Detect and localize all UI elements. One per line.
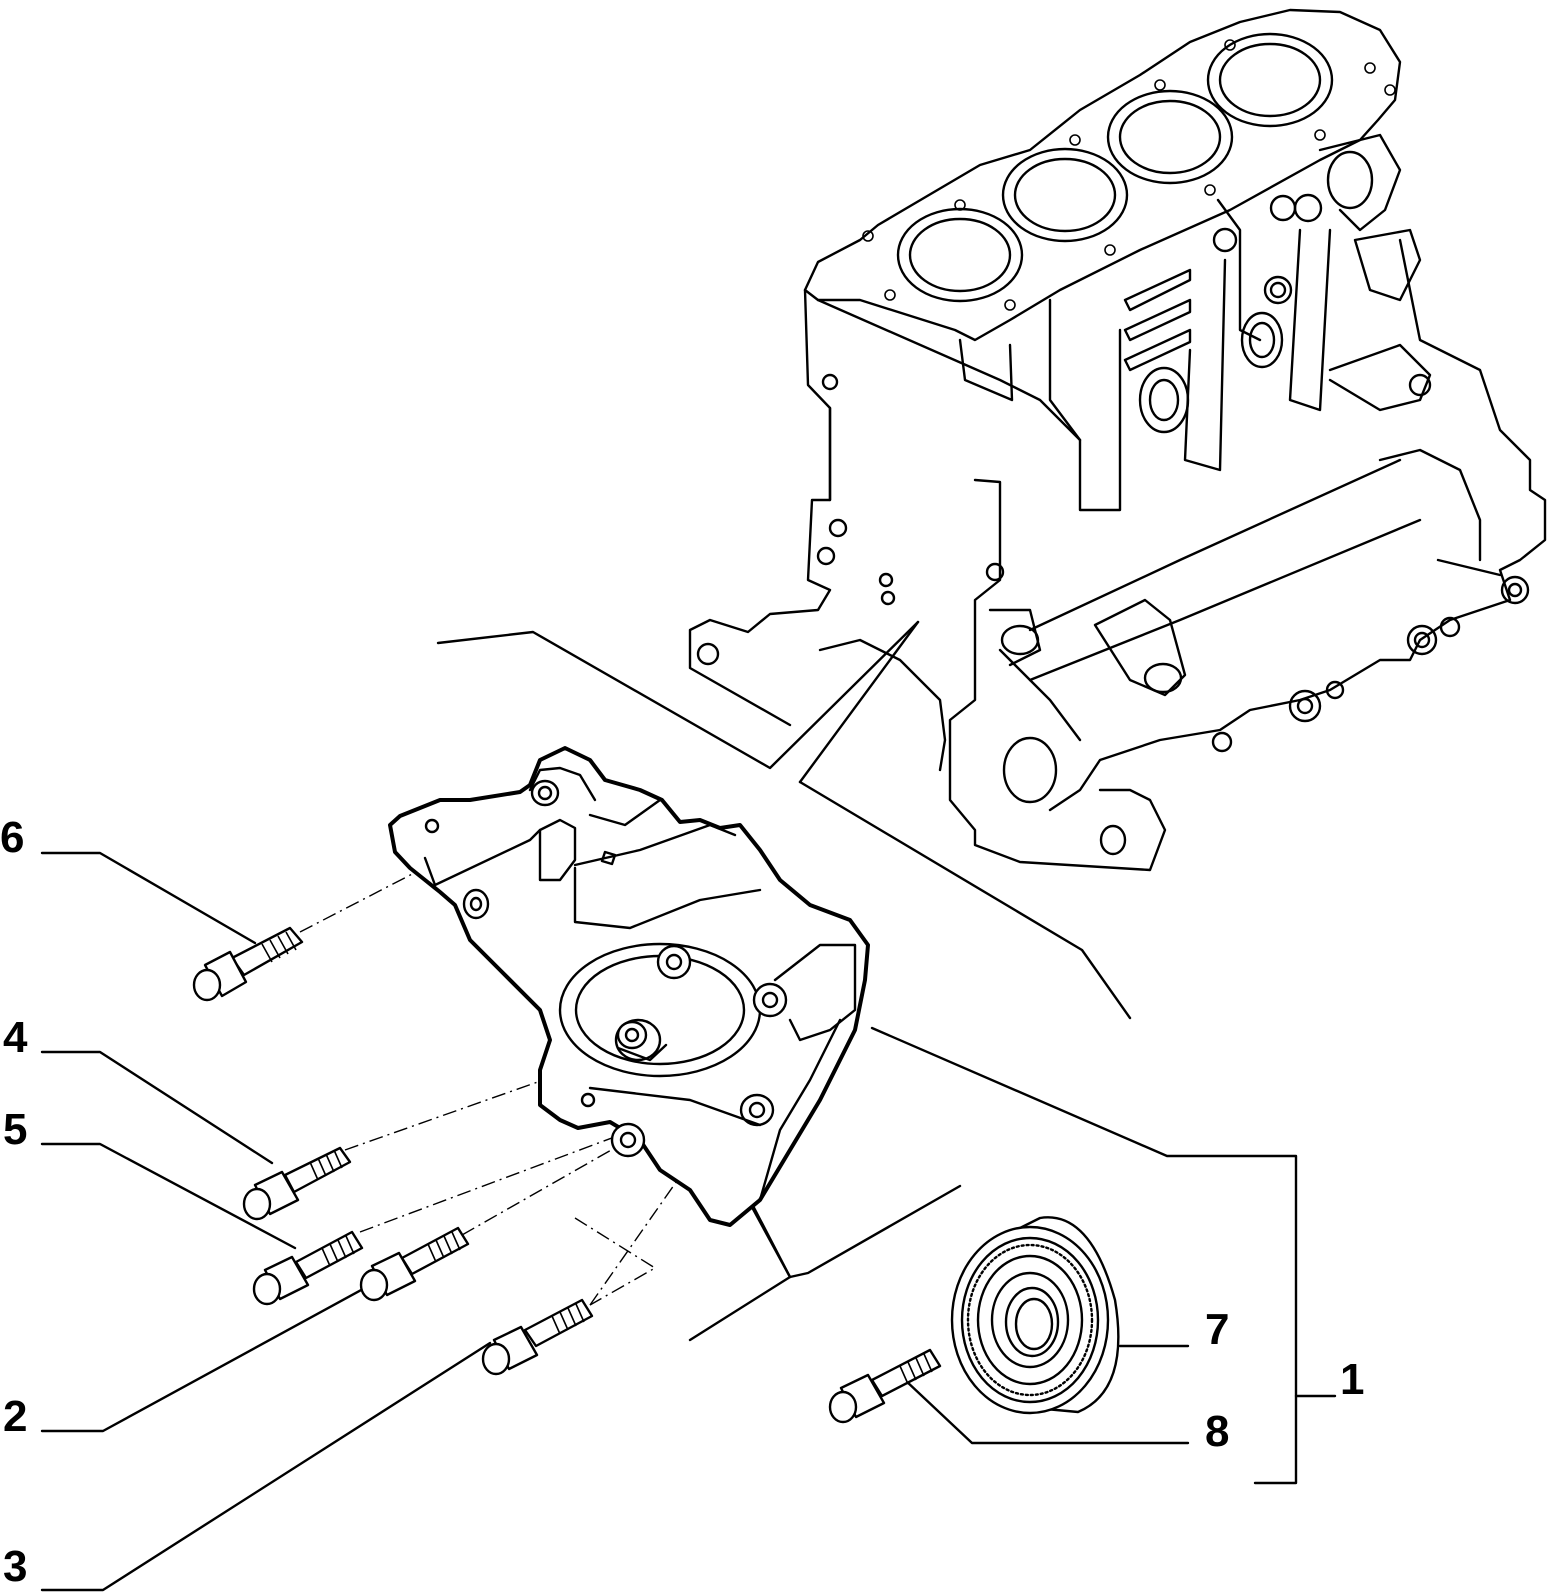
leader-lines <box>40 620 1337 1592</box>
callout-4: 4 <box>3 1013 28 1062</box>
bolt-3 <box>481 1298 594 1376</box>
bolt-6 <box>192 926 304 1002</box>
bolt-5 <box>252 1230 364 1306</box>
callout-3: 3 <box>3 1542 28 1591</box>
bolt-8 <box>828 1348 942 1424</box>
callout-1: 1 <box>1340 1355 1365 1404</box>
callout-2: 2 <box>3 1392 28 1441</box>
engine-block <box>688 8 1547 872</box>
callout-8: 8 <box>1205 1407 1230 1456</box>
callout-7: 7 <box>1205 1305 1230 1354</box>
callout-5: 5 <box>3 1105 28 1154</box>
callout-6: 6 <box>0 813 25 862</box>
belt-tensioner-bracket <box>388 746 870 1227</box>
bolt-2 <box>359 1226 470 1302</box>
bolt-4 <box>242 1146 352 1221</box>
pulley-7 <box>950 1216 1120 1415</box>
